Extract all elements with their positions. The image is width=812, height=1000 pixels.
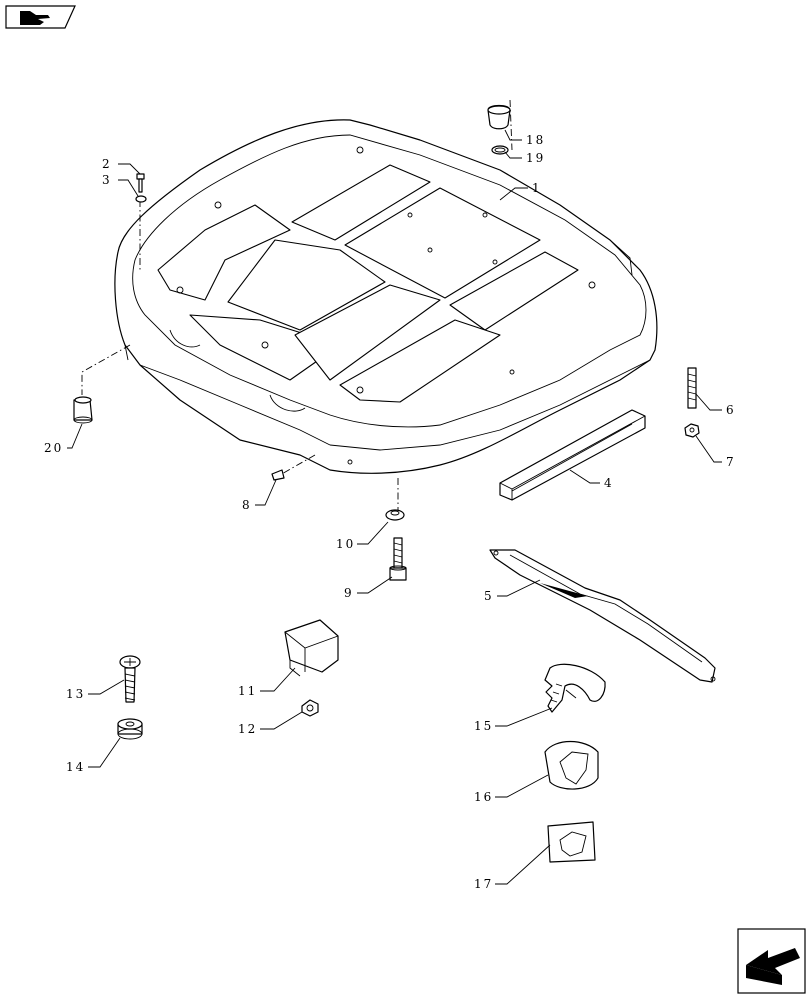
next-page-arrow-icon[interactable] (737, 928, 806, 994)
callout-10: 10 (336, 537, 355, 551)
foam-block (284, 619, 339, 677)
leader-lines (67, 129, 722, 885)
stud (687, 367, 697, 409)
o-ring (491, 145, 509, 155)
headliner-panel (114, 119, 658, 474)
callout-18: 18 (526, 133, 545, 147)
foam-pad-17 (547, 821, 596, 863)
foam-pad-16 (544, 741, 599, 790)
callout-4: 4 (604, 476, 614, 490)
callout-3: 3 (102, 173, 112, 187)
nut (684, 423, 700, 438)
plug (487, 104, 511, 130)
grommet (385, 509, 405, 521)
callout-7: 7 (726, 455, 736, 469)
trim-bracket (489, 549, 716, 683)
callout-1: 1 (532, 181, 542, 195)
channel-strip (499, 409, 646, 501)
retainer-clip (544, 663, 606, 713)
small-nut (301, 699, 319, 717)
callout-13: 13 (66, 687, 85, 701)
screw (136, 173, 145, 193)
clip (271, 469, 285, 481)
callout-5: 5 (484, 589, 494, 603)
callout-11: 11 (238, 684, 257, 698)
callout-20: 20 (44, 441, 63, 455)
callout-16: 16 (474, 790, 493, 804)
callout-14: 14 (66, 760, 85, 774)
assembly-centerlines (81, 99, 513, 510)
hand-pointing-icon[interactable] (5, 5, 76, 29)
callout-9: 9 (344, 586, 354, 600)
spacer (73, 396, 93, 424)
callout-labels: 1 2 3 4 5 6 7 8 9 10 11 12 13 14 15 16 1… (44, 133, 736, 891)
callout-19: 19 (526, 151, 545, 165)
callout-2: 2 (102, 157, 112, 171)
washer (135, 195, 147, 203)
callout-6: 6 (726, 403, 736, 417)
round-spacer (117, 718, 143, 740)
callout-12: 12 (238, 722, 257, 736)
bolt (389, 537, 407, 581)
callout-17: 17 (474, 877, 493, 891)
phillips-screw (119, 655, 141, 703)
callout-15: 15 (474, 719, 493, 733)
callout-8: 8 (242, 498, 252, 512)
